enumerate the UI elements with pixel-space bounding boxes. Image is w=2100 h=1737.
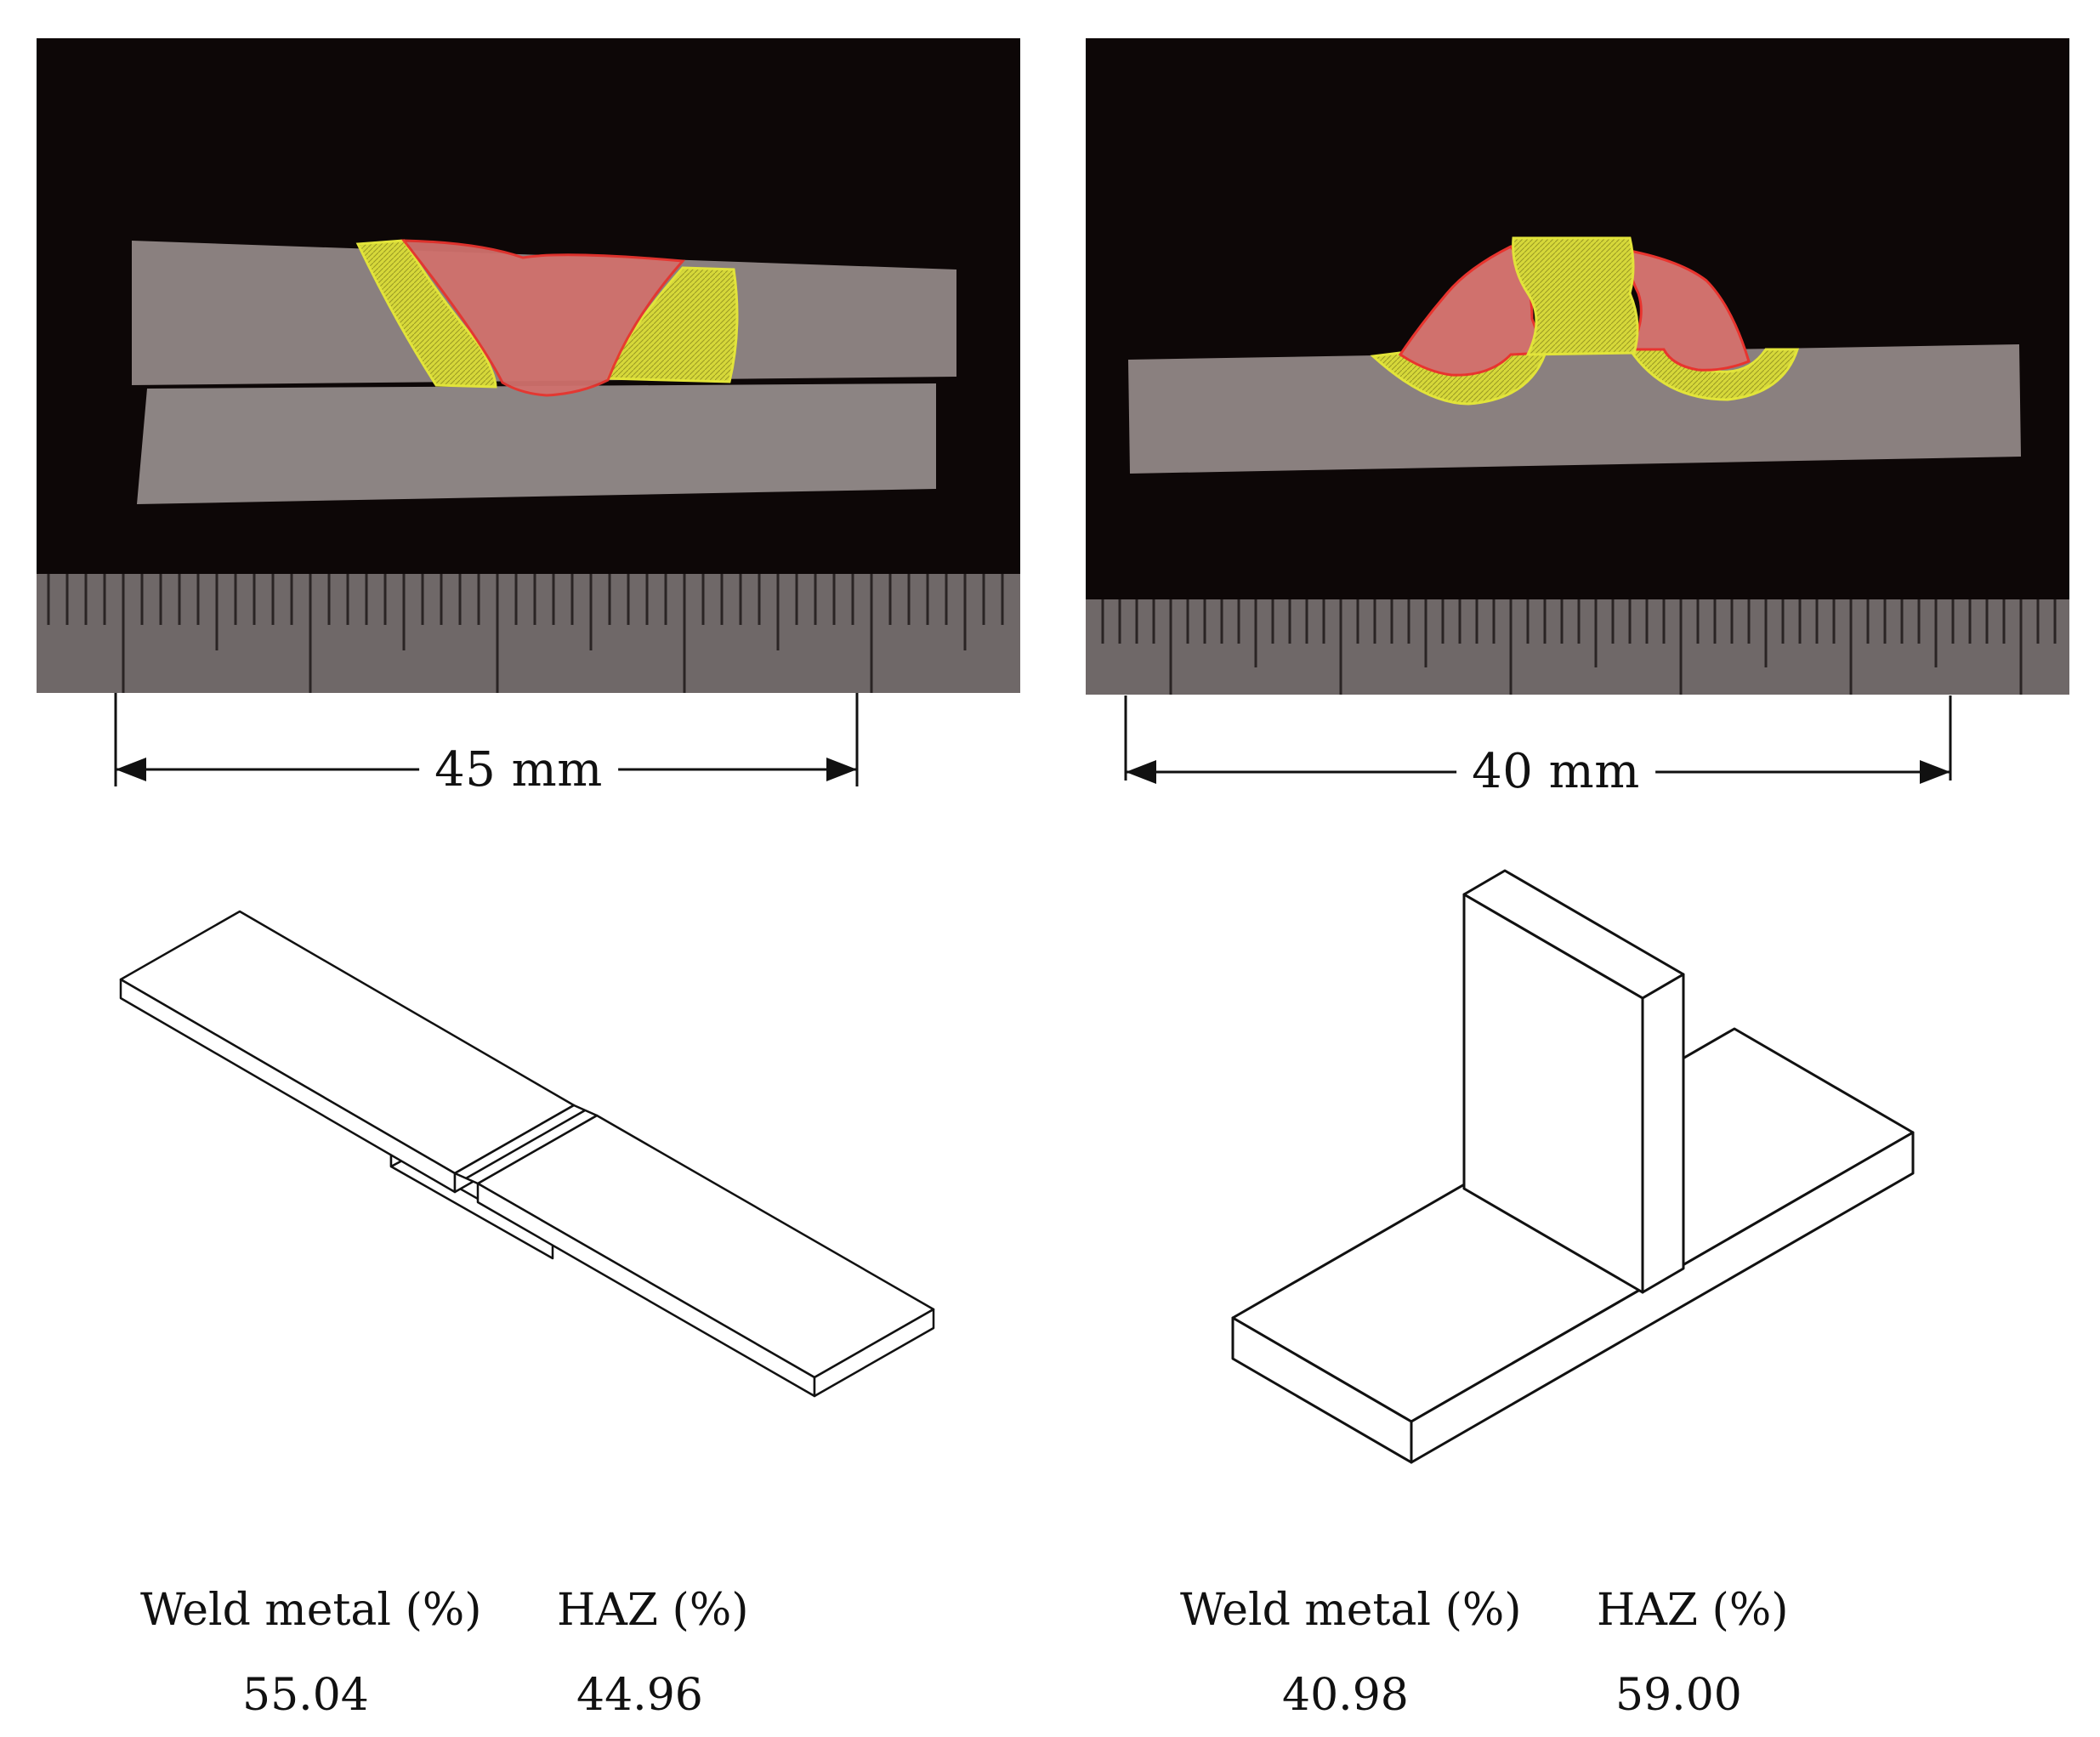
weld-metal-region-left (1398, 245, 1547, 377)
t-joint-drawing (1224, 867, 1930, 1479)
lap-joint-haz-header: HAZ (%) (557, 1585, 749, 1636)
ruler-ticks (47, 574, 1004, 693)
haz-region-right (605, 266, 739, 383)
t-joint-haz-header: HAZ (%) (1597, 1585, 1789, 1636)
weld-metal-region-right (1627, 249, 1751, 372)
lap-joint-dimension-label: 45 mm (419, 746, 618, 794)
lap-joint-macrograph (37, 38, 1020, 693)
lower-plate (137, 383, 936, 504)
t-joint-haz-value: 59.00 (1615, 1670, 1742, 1721)
ruler (37, 574, 1020, 693)
t-joint-dimension-label: 40 mm (1456, 748, 1655, 796)
weld-metal-region (400, 239, 686, 397)
haz-region-stiffener (1512, 236, 1639, 356)
lap-joint-drawing (111, 901, 961, 1411)
t-joint-weld-metal-value: 40.98 (1282, 1670, 1409, 1721)
lap-joint-weld-metal-value: 55.04 (242, 1670, 369, 1721)
t-joint-weld-metal-header: Weld metal (%) (1180, 1585, 1522, 1636)
lap-joint-haz-value: 44.96 (576, 1670, 703, 1721)
ruler-ticks (1101, 599, 2057, 695)
base-plate (1128, 344, 2021, 474)
lap-joint-weld-metal-header: Weld metal (%) (140, 1585, 482, 1636)
left-plate (119, 910, 576, 1175)
t-joint-macrograph (1086, 38, 2069, 695)
haz-region-left (355, 239, 497, 389)
